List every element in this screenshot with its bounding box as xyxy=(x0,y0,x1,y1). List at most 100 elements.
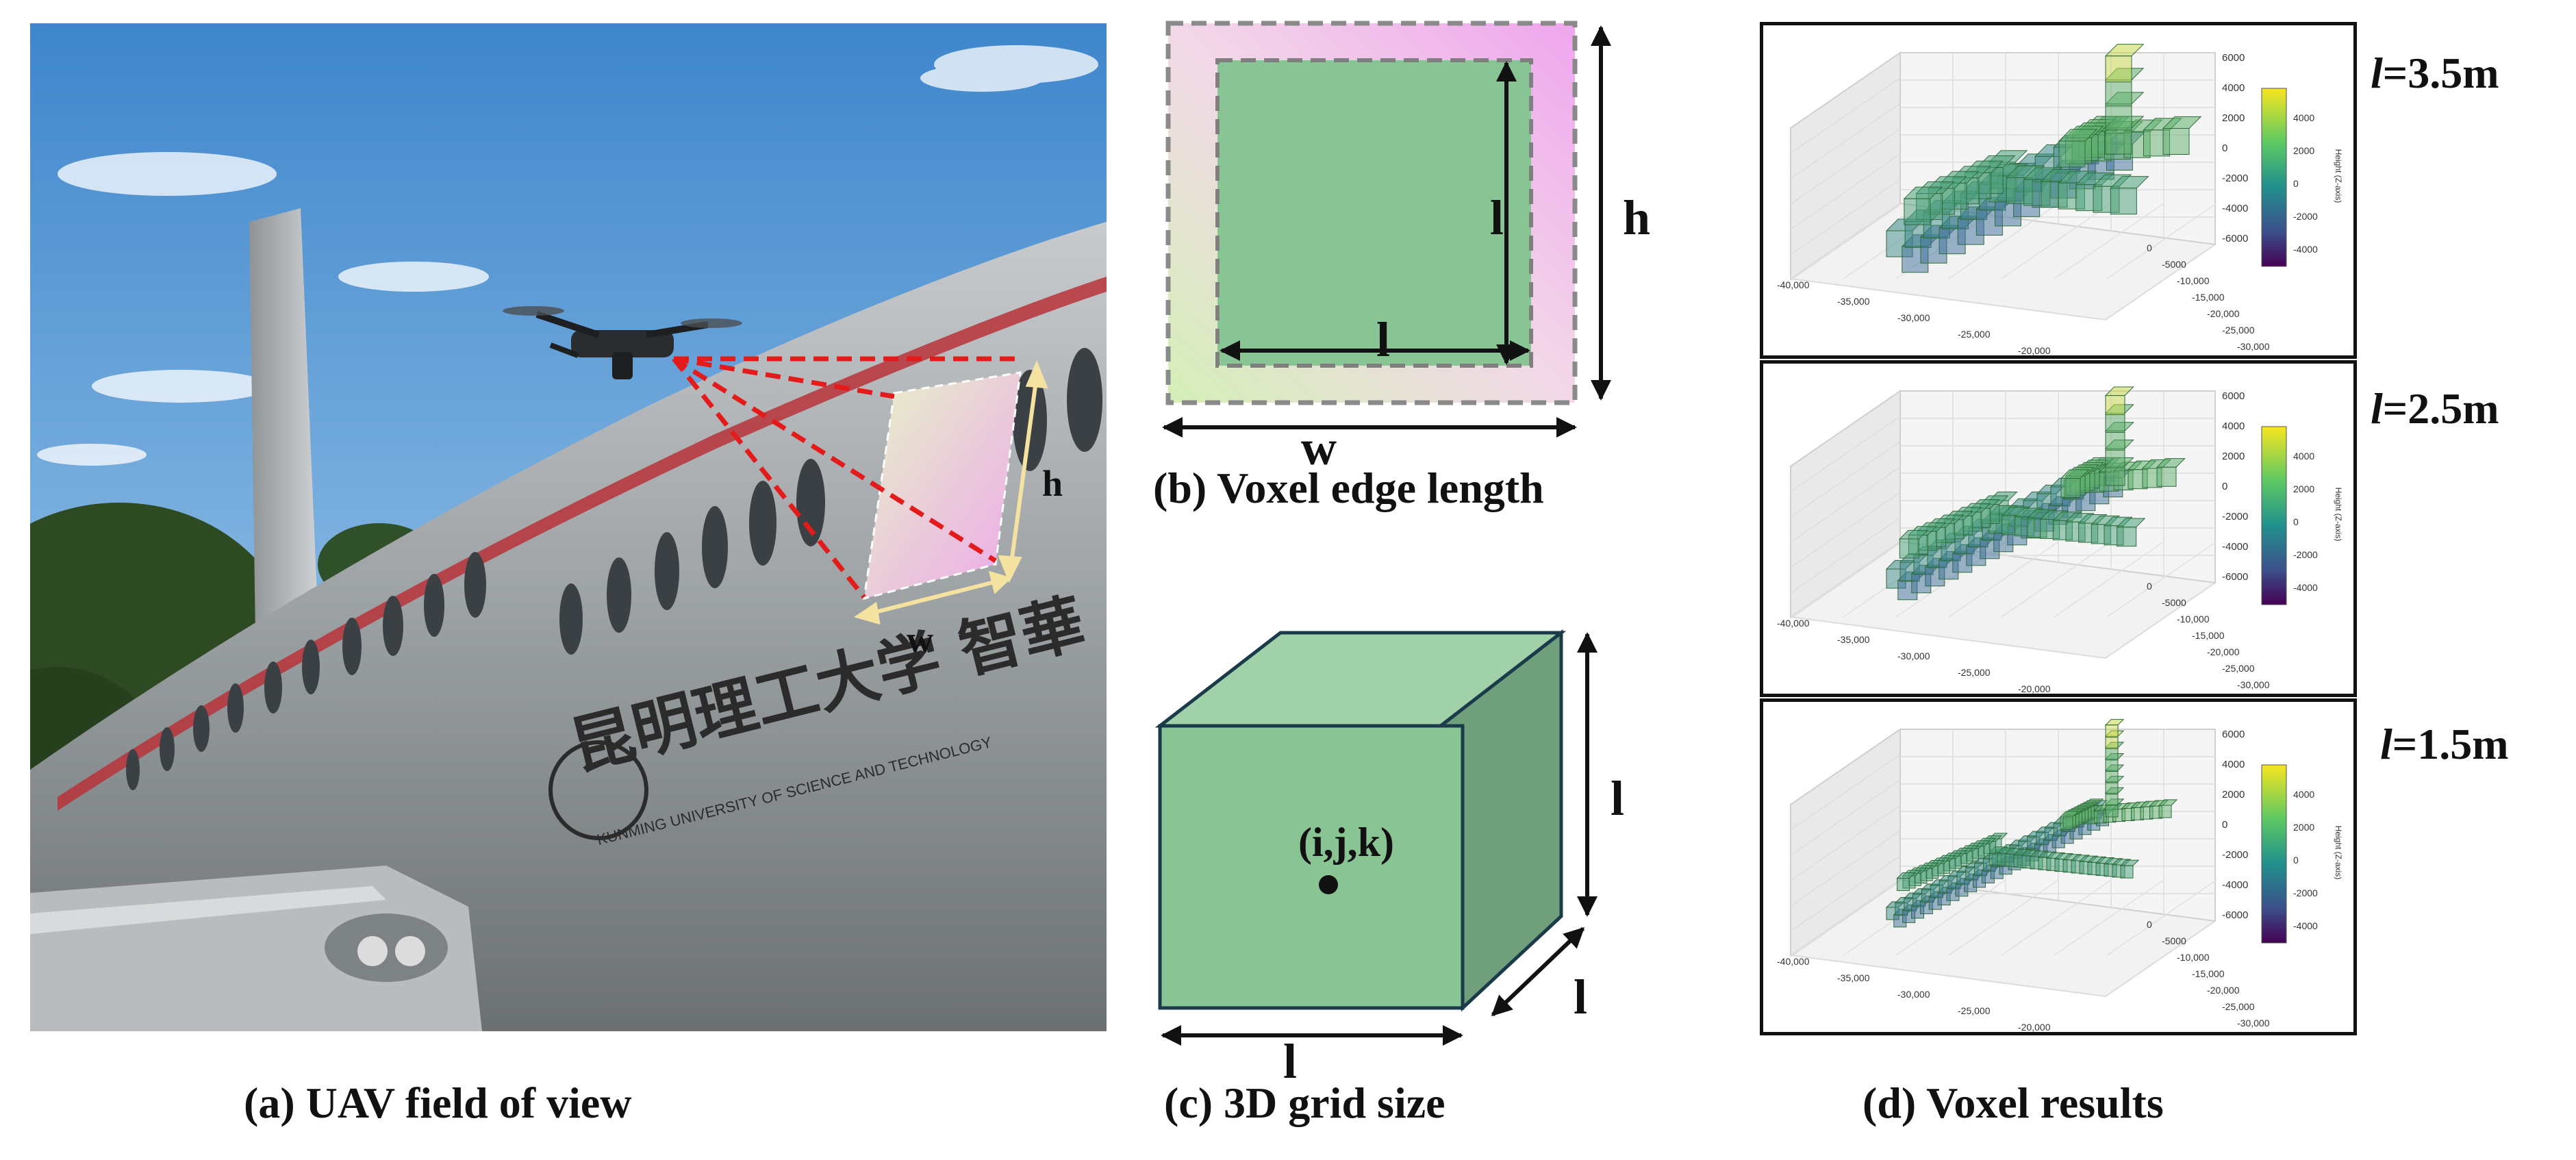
voxel-cube xyxy=(1896,872,1916,892)
caption-c: (c) 3D grid size xyxy=(1164,1079,1445,1127)
z-tick-label: -6000 xyxy=(2222,233,2248,244)
y-tick-label: -20,000 xyxy=(2207,646,2240,657)
voxel-side-label: l xyxy=(1490,190,1504,245)
voxel-cube xyxy=(1903,186,1943,225)
x-tick-label: -35,000 xyxy=(1837,296,1870,307)
drone-icon xyxy=(503,306,742,379)
cube-depth-arrow xyxy=(1491,926,1585,1017)
voxel-size-value: =3.5m xyxy=(2382,49,2499,97)
voxel-cube xyxy=(2119,859,2140,879)
y-tick-label: -15,000 xyxy=(2192,630,2225,641)
z-tick-label: 4000 xyxy=(2222,759,2245,770)
voxel-cube xyxy=(1154,629,1567,1012)
colorbar-tick-label: 2000 xyxy=(2293,822,2314,833)
z-tick-label: -4000 xyxy=(2222,541,2248,553)
tail-fin xyxy=(249,208,318,681)
colorbar-tick-label: 4000 xyxy=(2293,451,2314,462)
z-tick-label: 4000 xyxy=(2222,82,2245,94)
colorbar-tick-label: 4000 xyxy=(2293,789,2314,800)
caption-d: (d) Voxel results xyxy=(1862,1079,2164,1127)
colorbar-tick-label: 0 xyxy=(2293,516,2299,527)
y-tick-label: -25,000 xyxy=(2222,663,2255,674)
university-emblem xyxy=(548,740,648,840)
x-tick-label: -30,000 xyxy=(1897,651,1930,661)
fov-w-label: w xyxy=(907,619,933,660)
frame-height-label: h xyxy=(1623,190,1650,245)
y-tick-label: 0 xyxy=(2147,919,2152,930)
x-tick-label: -25,000 xyxy=(1958,667,1991,678)
z-tick-label: 4000 xyxy=(2222,420,2245,432)
voxel-cube xyxy=(2058,129,2098,168)
z-tick-label: -6000 xyxy=(2222,571,2248,583)
z-tick-label: 6000 xyxy=(2222,729,2245,740)
voxel-size-symbol: l xyxy=(2380,720,2392,768)
caption-b: (b) Voxel edge length xyxy=(1153,464,1544,512)
x-tick-label: -35,000 xyxy=(1837,972,1870,983)
colorbar-tick-label: -4000 xyxy=(2293,920,2318,931)
fov-lines xyxy=(672,356,1020,599)
voxel-size-label-1: l=3.5m xyxy=(2371,48,2499,99)
x-tick-label: -20,000 xyxy=(2018,1022,2051,1032)
y-tick-label: -15,000 xyxy=(2192,968,2225,979)
x-tick-label: -20,000 xyxy=(2018,683,2051,694)
voxel-face xyxy=(1215,58,1533,368)
cube-depth-label: l xyxy=(1574,970,1587,1024)
voxel-cube xyxy=(2104,719,2125,738)
y-tick-label: -30,000 xyxy=(2237,679,2270,690)
x-tick-label: -30,000 xyxy=(1897,989,1930,1000)
fov-footprint xyxy=(863,371,1022,601)
fov-h-label: h xyxy=(1042,463,1063,504)
y-tick-label: -25,000 xyxy=(2222,1001,2255,1012)
voxel-cube xyxy=(2156,458,2186,487)
x-tick-label: -20,000 xyxy=(2018,345,2051,355)
colorbar xyxy=(2261,426,2287,605)
z-tick-label: -2000 xyxy=(2222,511,2248,522)
y-tick-label: -25,000 xyxy=(2222,325,2255,336)
voxel-aircraft xyxy=(1885,386,2186,601)
voxel-cube xyxy=(1899,529,1929,559)
colorbar-tick-label: -2000 xyxy=(2293,549,2318,560)
x-tick-label: -40,000 xyxy=(1777,279,1810,290)
caption-a: (a) UAV field of view xyxy=(244,1079,632,1127)
y-tick-label: -5000 xyxy=(2162,597,2186,608)
colorbar-tick-label: 0 xyxy=(2293,178,2299,189)
fov-dimension-arrows xyxy=(853,360,1048,625)
voxel-aircraft xyxy=(1885,719,2178,928)
colorbar-tick-label: -4000 xyxy=(2293,582,2318,593)
voxel-bottom-label: l xyxy=(1376,312,1390,367)
voxel-size-symbol: l xyxy=(2371,384,2383,433)
y-tick-label: -30,000 xyxy=(2237,341,2270,352)
y-tick-label: -10,000 xyxy=(2177,614,2210,625)
cube-height-label: l xyxy=(1611,771,1624,826)
y-tick-label: 0 xyxy=(2147,242,2152,253)
colorbar-tick-label: 0 xyxy=(2293,855,2299,866)
z-tick-label: -6000 xyxy=(2222,909,2248,921)
y-tick-label: -5000 xyxy=(2162,935,2186,946)
z-tick-label: -2000 xyxy=(2222,849,2248,861)
x-tick-label: -40,000 xyxy=(1777,956,1810,967)
z-tick-label: 2000 xyxy=(2222,789,2245,800)
z-tick-label: -4000 xyxy=(2222,203,2248,214)
y-tick-label: -5000 xyxy=(2162,259,2186,270)
voxel-cube xyxy=(2059,811,2080,830)
voxel-cube xyxy=(2162,116,2202,155)
z-tick-label: 2000 xyxy=(2222,451,2245,462)
voxel-size-value: =1.5m xyxy=(2392,720,2509,768)
y-tick-label: -20,000 xyxy=(2207,985,2240,996)
y-tick-label: -10,000 xyxy=(2177,275,2210,286)
colorbar xyxy=(2261,88,2287,267)
z-tick-label: -4000 xyxy=(2222,879,2248,891)
z-tick-label: 0 xyxy=(2222,142,2227,154)
y-tick-label: 0 xyxy=(2147,581,2152,592)
colorbar xyxy=(2261,764,2287,944)
voxel-index-label: (i,j,k) xyxy=(1298,820,1394,865)
z-tick-label: 6000 xyxy=(2222,52,2245,64)
clouds xyxy=(37,45,1098,466)
voxel-aircraft xyxy=(1885,44,2202,273)
x-tick-label: -25,000 xyxy=(1958,329,1991,340)
panel-a: 昆明理工大学 智華 KUNMING UNIVERSITY OF SCIENCE … xyxy=(0,23,1107,1031)
z-tick-label: 2000 xyxy=(2222,112,2245,124)
voxel-cube xyxy=(2110,176,2149,215)
voxel-center-point xyxy=(1319,875,1338,894)
